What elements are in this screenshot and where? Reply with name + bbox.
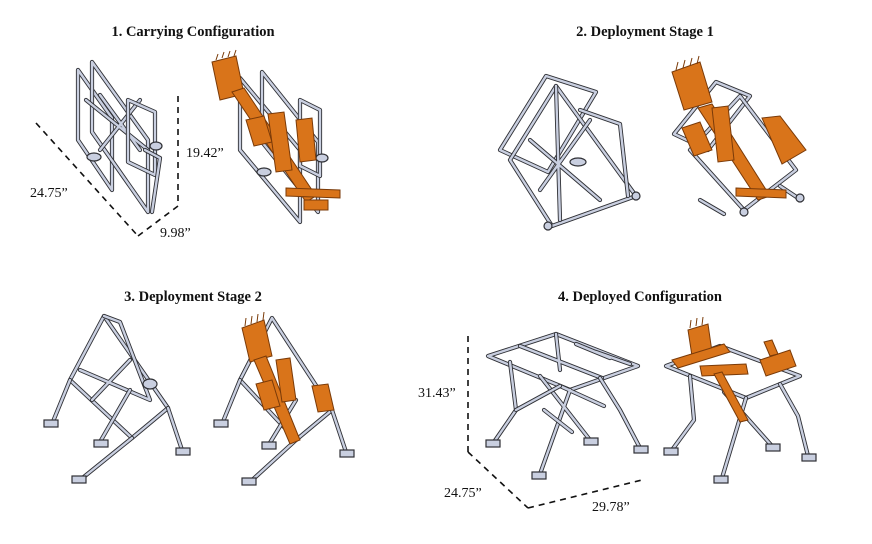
dim-carry-length: 24.75” [30, 186, 68, 201]
dim-carry-height: 19.42” [186, 146, 224, 161]
deployed-frame [485, 331, 649, 480]
deployed-tools [671, 316, 797, 423]
carry-dimension-lines [35, 96, 179, 237]
carry-frame [75, 59, 163, 215]
stage1-frame [497, 73, 641, 231]
deployed-dimension-lines [467, 336, 643, 509]
panel-title-deployed: 4. Deployed Configuration [558, 289, 722, 305]
panel-title-stage1: 2. Deployment Stage 1 [576, 24, 714, 40]
carry-tools [211, 49, 341, 211]
panel-title-carrying: 1. Carrying Configuration [111, 24, 275, 40]
panel-title-stage2: 3. Deployment Stage 2 [124, 289, 262, 305]
dim-deployed-length: 29.78” [592, 500, 630, 515]
dim-carry-width: 9.98” [160, 226, 191, 241]
stage1-tools [671, 55, 807, 201]
dim-deployed-depth: 24.75” [444, 486, 482, 501]
dim-deployed-height: 31.43” [418, 386, 456, 401]
stage2-tools [241, 311, 335, 445]
stage2-frame [43, 313, 191, 484]
